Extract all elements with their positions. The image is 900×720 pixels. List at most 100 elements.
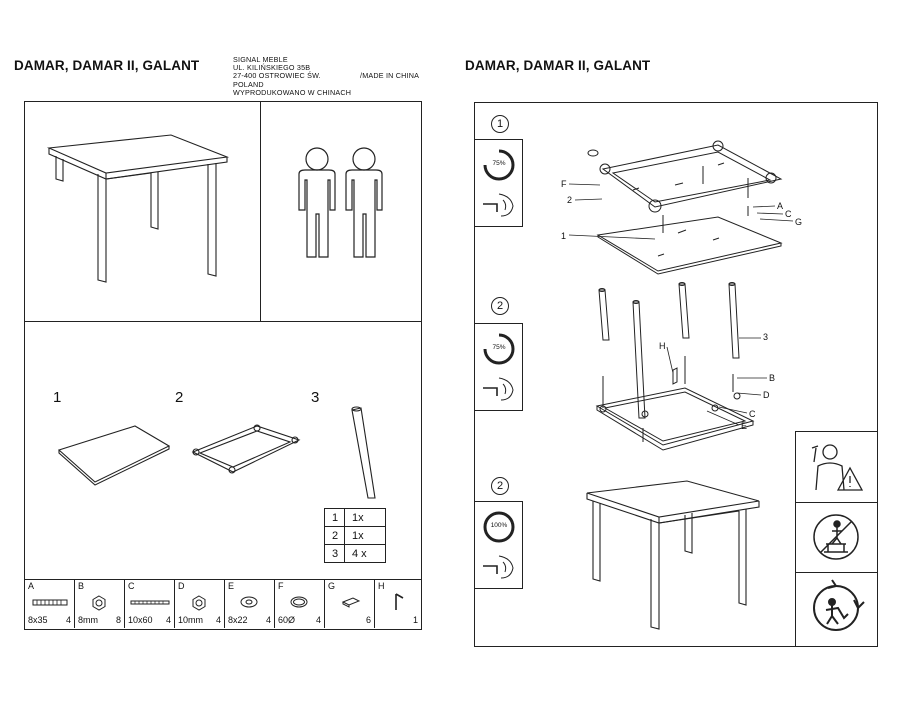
right-page-title: DAMAR, DAMAR II, GALANT [465, 58, 651, 73]
part-cell-c: C 10x60 4 [125, 580, 175, 628]
part-size: 8x22 [228, 615, 248, 625]
bracket-icon [341, 597, 361, 608]
address-line: 27-400 OSTROWIEC ŚW. [233, 71, 321, 81]
step2-drawing [595, 282, 755, 451]
tabletop-drawing [57, 425, 171, 483]
part-qty: 4 [315, 615, 321, 625]
assembled-table-drawing [586, 480, 760, 630]
part-cell-e: E 8x22 4 [225, 580, 275, 628]
part-letter: D [178, 581, 185, 591]
part-size: 10x60 [128, 615, 153, 625]
recycle-icon [813, 579, 865, 631]
component-drawings [57, 406, 376, 499]
part-qty: 4 [215, 615, 221, 625]
part-qty: 1 [412, 615, 418, 625]
part-letter: F [278, 581, 284, 591]
tighten-percent: 75% [492, 344, 506, 351]
part-letter: C [128, 581, 135, 591]
part-size: 10mm [178, 615, 204, 625]
panel-divider [796, 572, 877, 573]
tool-box: 100% [475, 501, 523, 589]
felt-pad-icon [290, 596, 308, 608]
part-qty: 4 [65, 615, 71, 625]
component-number: 2 [175, 389, 184, 406]
quantity-table: 1 1x 2 1x 3 4 x [324, 508, 386, 563]
table-row: 1 1x [324, 508, 386, 527]
right-page-frame: 1 2 2 75% 75% 100% F 2 1 A C G [474, 102, 878, 647]
callout-label: D [763, 390, 770, 400]
panel-divider [796, 502, 877, 503]
part-cell-b: B 8mm 8 [75, 580, 125, 628]
table-cell: 1x [344, 526, 386, 545]
callout-label: 2 [567, 195, 573, 205]
allen-key-hand-icon [483, 555, 514, 579]
part-cell-h: H 1 [375, 580, 421, 628]
step-number: 1 [491, 115, 509, 133]
table-row: 2 1x [324, 526, 386, 545]
no-climbing-icon [813, 514, 859, 560]
table-cell: 4 x [344, 544, 386, 563]
component-number: 1 [53, 389, 62, 406]
address-line: WYPRODUKOWANO W CHINACH [233, 87, 352, 97]
washer-icon [240, 596, 258, 608]
panel-divider [260, 102, 261, 321]
callout-label: F [561, 179, 567, 189]
hardware-parts-row: A 8x35 4 B 8mm 8 C 10x60 4 D 10mm 4 E 8x… [25, 579, 421, 629]
threaded-rod-icon [130, 600, 170, 605]
callout-label: A [777, 201, 784, 211]
warning-person-icon [811, 444, 864, 491]
part-letter: H [378, 581, 385, 591]
panel-divider [25, 321, 421, 322]
part-cell-f: F 60Ø 4 [275, 580, 325, 628]
step1-leader-lines [568, 183, 794, 240]
table-illustration [46, 134, 230, 283]
component-number: 3 [311, 389, 320, 406]
tool-box: 75% [475, 323, 523, 411]
tighten-gauge-icon [483, 149, 515, 181]
table-cell: 1x [344, 508, 386, 527]
part-letter: B [78, 581, 85, 591]
bolt-icon [32, 599, 68, 606]
step-number: 2 [491, 477, 509, 495]
part-qty: 6 [365, 615, 371, 625]
tighten-gauge-icon [483, 333, 515, 365]
table-cell: 3 [324, 544, 345, 563]
callout-label: B [769, 373, 776, 383]
address-line: SIGNAL MEBLE [233, 55, 288, 64]
part-letter: E [228, 581, 235, 591]
table-cell: 2 [324, 526, 345, 545]
part-qty: 8 [115, 615, 121, 625]
step2-leader-lines [666, 337, 767, 426]
step-number: 2 [491, 297, 509, 315]
nut-icon [192, 595, 206, 611]
callout-label: 3 [763, 332, 769, 342]
part-size: 60Ø [278, 615, 296, 625]
address-line: UL. KILIŃSKIEGO 35B [233, 63, 311, 73]
nut-icon [92, 595, 106, 611]
address-line: POLAND [233, 79, 264, 89]
callout-label: E [741, 421, 748, 431]
callout-label: G [795, 217, 803, 227]
table-row: 3 4 x [324, 544, 386, 563]
allen-key-hand-icon [483, 377, 514, 401]
part-size: 8mm [78, 615, 98, 625]
made-in-label: /MADE IN CHINA [360, 71, 420, 80]
part-cell-d: D 10mm 4 [175, 580, 225, 628]
manufacturer-address: SIGNAL MEBLE UL. KILIŃSKIEGO 35B 27-400 … [233, 55, 419, 97]
allen-key-hand-icon [483, 193, 514, 217]
part-cell-g: G 6 [325, 580, 375, 628]
part-letter: A [28, 581, 35, 591]
tighten-percent: 100% [490, 522, 508, 529]
two-person-assembly-icon [298, 147, 383, 258]
callout-label: 1 [561, 231, 567, 241]
callout-label: C [749, 409, 756, 419]
part-cell-a: A 8x35 4 [25, 580, 75, 628]
tool-box: 75% [475, 139, 523, 227]
leg-drawing [351, 407, 376, 499]
callout-label: C [785, 209, 792, 219]
part-letter: G [328, 581, 336, 591]
callout-label: H [659, 341, 666, 351]
left-page-title: DAMAR, DAMAR II, GALANT [14, 58, 200, 73]
tighten-percent: 75% [492, 160, 506, 167]
allen-key-icon [395, 593, 404, 610]
